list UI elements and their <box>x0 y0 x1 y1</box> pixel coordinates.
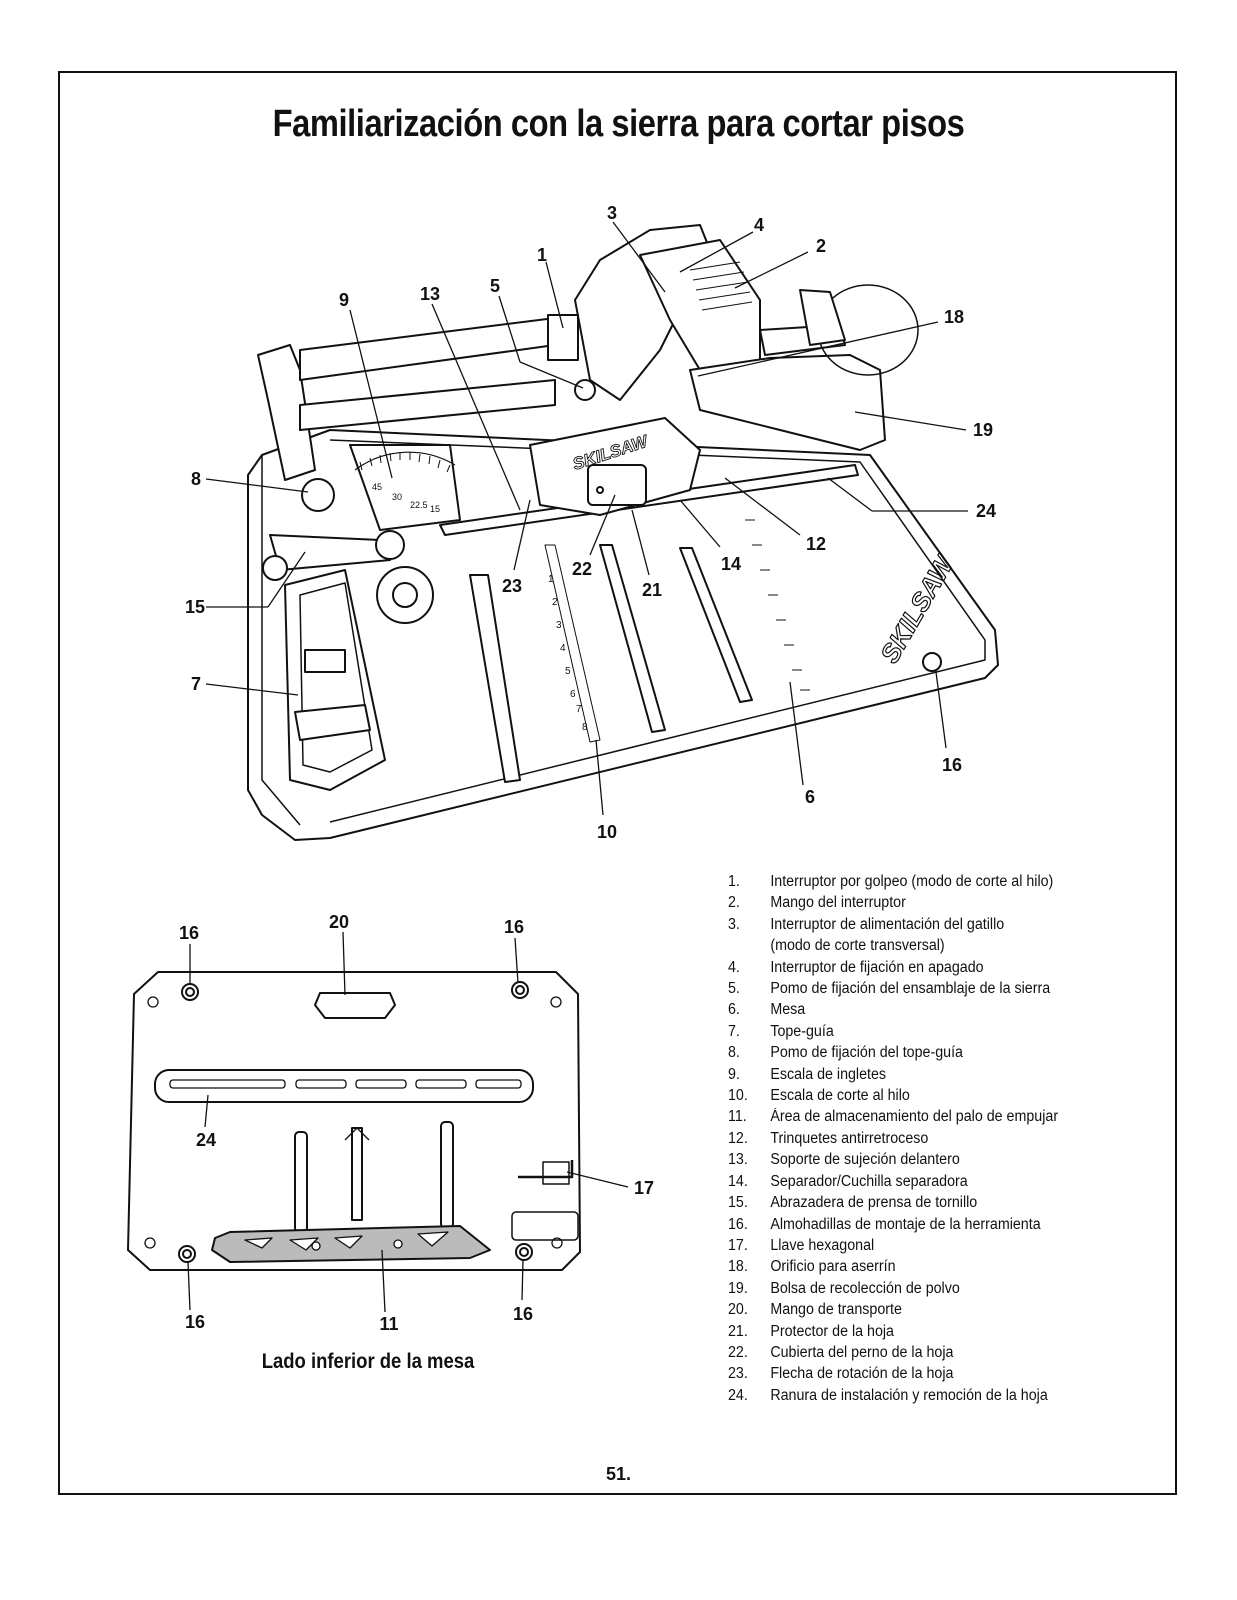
legend-item: 11.Área de almacenamiento del palo de em… <box>728 1108 1059 1126</box>
svg-text:12: 12 <box>806 534 826 554</box>
leader-lines <box>205 221 968 816</box>
legend-item: 19.Bolsa de recolección de polvo <box>728 1279 960 1297</box>
legend-item: 9.Escala de ingletes <box>728 1065 887 1083</box>
svg-text:21: 21 <box>642 580 662 600</box>
legend-item: 4.Interruptor de fijación en apagado <box>728 958 984 976</box>
svg-text:9: 9 <box>339 290 349 310</box>
page-number: 51. <box>605 1464 632 1484</box>
legend-item: 10.Escala de corte al hilo <box>728 1087 910 1105</box>
legend-item: 14.Separador/Cuchilla separadora <box>728 1172 968 1190</box>
svg-text:45: 45 <box>372 482 382 492</box>
page-frame <box>58 71 1177 1495</box>
svg-text:5: 5 <box>565 666 571 677</box>
legend-item: 15.Abrazadera de prensa de tornillo <box>728 1194 978 1212</box>
svg-text:7: 7 <box>191 674 201 694</box>
svg-text:11: 11 <box>379 1314 398 1334</box>
svg-text:6: 6 <box>805 787 815 807</box>
underside-caption: Lado inferior de la mesa <box>261 1350 475 1373</box>
svg-text:3: 3 <box>556 620 562 631</box>
svg-text:5: 5 <box>490 276 500 296</box>
page-title: Familiarización con la sierra para corta… <box>272 103 965 145</box>
svg-text:16: 16 <box>513 1304 533 1324</box>
svg-text:18: 18 <box>944 307 964 327</box>
svg-text:30: 30 <box>392 492 402 502</box>
legend-item: 18.Orificio para aserrín <box>728 1258 896 1276</box>
legend-item: 12.Trinquetes antirretroceso <box>728 1129 929 1147</box>
svg-text:24: 24 <box>196 1130 216 1150</box>
legend-item: 23.Flecha de rotación de la hoja <box>728 1365 954 1383</box>
svg-text:17: 17 <box>634 1178 654 1198</box>
svg-text:1: 1 <box>537 245 547 265</box>
svg-text:3: 3 <box>607 203 617 223</box>
svg-text:16: 16 <box>179 923 199 943</box>
svg-text:15: 15 <box>430 504 440 514</box>
underside-leaders <box>187 931 629 1313</box>
legend-item: 20.Mango de transporte <box>728 1301 902 1319</box>
svg-text:16: 16 <box>185 1312 205 1332</box>
main-callouts: 1 2 3 4 5 6 7 8 9 10 12 13 14 15 16 18 1… <box>185 203 996 842</box>
legend-item: 24.Ranura de instalación y remoción de l… <box>728 1386 1048 1404</box>
parts-legend: 1.Interruptor por golpeo (modo de corte … <box>728 871 1168 1406</box>
svg-text:15: 15 <box>185 597 205 617</box>
underside-callouts: 16 20 16 24 17 16 11 16 <box>179 912 654 1334</box>
svg-text:2: 2 <box>552 597 558 608</box>
svg-text:20: 20 <box>329 912 349 932</box>
legend-item: 7.Tope-guía <box>728 1022 834 1040</box>
legend-item: 2.Mango del interruptor <box>728 894 906 912</box>
svg-text:19: 19 <box>973 420 993 440</box>
svg-text:7: 7 <box>576 704 582 715</box>
legend-item: 3.Interruptor de alimentación del gatill… <box>728 915 1005 955</box>
svg-text:4: 4 <box>754 215 764 235</box>
legend-item: 1.Interruptor por golpeo (modo de corte … <box>728 873 1054 890</box>
svg-text:1: 1 <box>548 574 554 585</box>
svg-text:16: 16 <box>504 917 524 937</box>
legend-item: 16.Almohadillas de montaje de la herrami… <box>728 1215 1041 1233</box>
svg-text:22: 22 <box>572 559 592 579</box>
svg-text:10: 10 <box>597 822 617 842</box>
svg-text:14: 14 <box>721 554 741 574</box>
svg-text:6: 6 <box>570 689 576 700</box>
legend-item: 22.Cubierta del perno de la hoja <box>728 1343 954 1361</box>
legend-item: 5.Pomo de fijación del ensamblaje de la … <box>728 980 1051 998</box>
main-saw-illustration: 45 30 22.5 15 1 2 3 4 5 6 7 8 <box>247 224 999 841</box>
svg-text:8: 8 <box>191 469 201 489</box>
svg-text:23: 23 <box>502 576 522 596</box>
svg-text:22.5: 22.5 <box>410 500 428 510</box>
svg-text:16: 16 <box>942 755 962 775</box>
legend-item: 17.Llave hexagonal <box>728 1236 875 1254</box>
underside-illustration <box>127 971 581 1271</box>
svg-text:4: 4 <box>560 643 566 654</box>
svg-text:13: 13 <box>420 284 440 304</box>
legend-item: 6.Mesa <box>728 1001 806 1019</box>
legend-item: 13.Soporte de sujeción delantero <box>728 1151 960 1169</box>
svg-text:8: 8 <box>582 722 588 733</box>
svg-text:24: 24 <box>976 501 996 521</box>
legend-item: 8.Pomo de fijación del tope-guía <box>728 1044 963 1062</box>
legend-item: 21.Protector de la hoja <box>728 1322 894 1340</box>
svg-text:2: 2 <box>816 236 826 256</box>
